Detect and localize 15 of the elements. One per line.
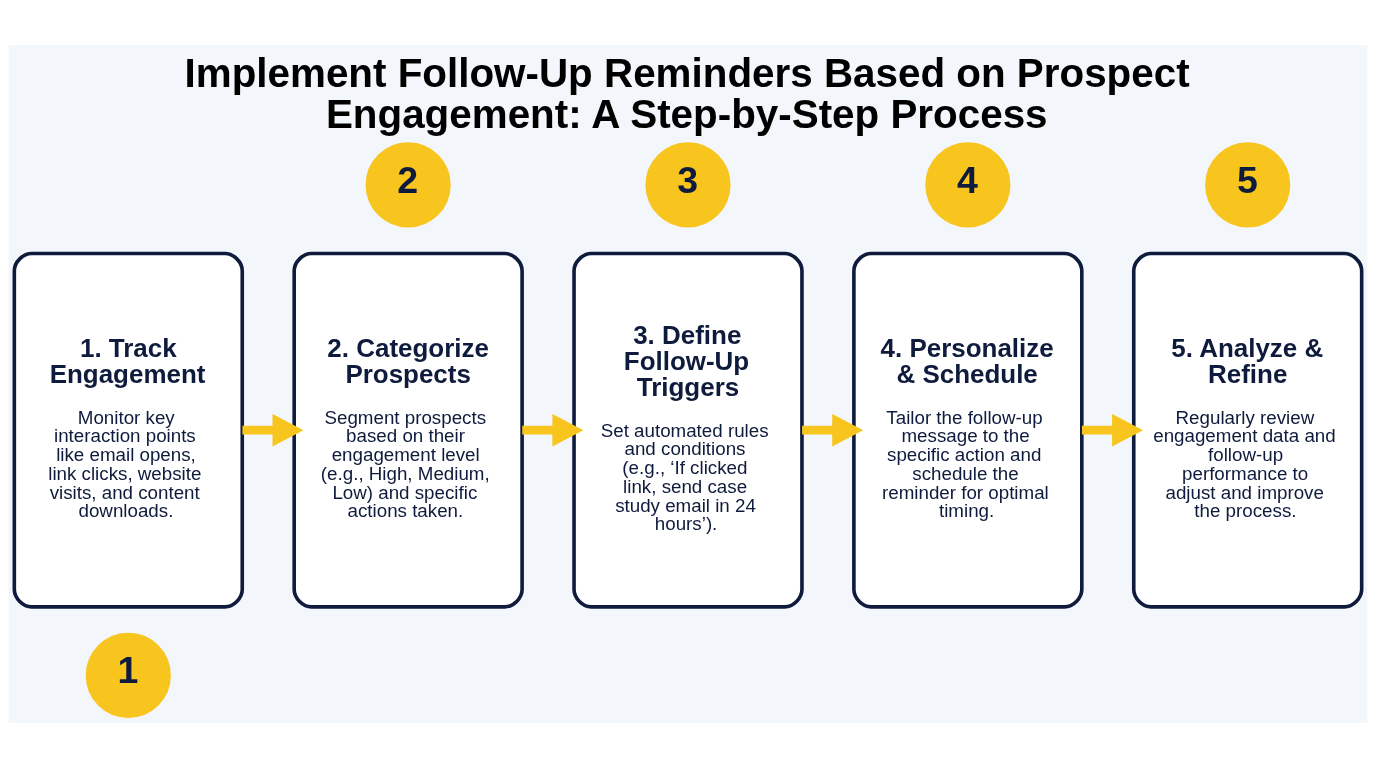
node-box: 4. Personalize & Schedule Tailor the follow-up message to the specific action and schedule the reminder for optimal timing. (852, 251, 1084, 609)
node-circle: 5 (1205, 142, 1291, 228)
node-box: 3. Define Follow-Up Triggers Set automated rules and conditions (e.g., ‘If clicked link, send case study email in 24 hours’). (572, 251, 804, 609)
arrow (802, 413, 864, 447)
node-circle: 2 (365, 142, 451, 228)
node-circle: 3 (645, 142, 731, 228)
node-box: 5. Analyze & Refine Regularly review engagement data and follow-up performance to adjust and improve the process. (1131, 251, 1364, 609)
arrow (522, 413, 584, 447)
arrow (1081, 413, 1144, 447)
diagram-title: Implement Follow-Up Reminders Based on Prospect Engagement: A Step-by-Step Process (184, 50, 1190, 137)
node-box: 2. Categorize Prospects Segment prospects based on their engagement level (e.g., High, Medium, Low) and specific actions taken. (292, 251, 524, 609)
arrow (242, 413, 304, 447)
node-circle: 4 (925, 142, 1011, 228)
node-box: 1. Track Engagement Monitor key interaction points like email opens, link clicks, website visits, and content downloads. (12, 251, 245, 609)
node-circle: 1 (85, 632, 171, 718)
